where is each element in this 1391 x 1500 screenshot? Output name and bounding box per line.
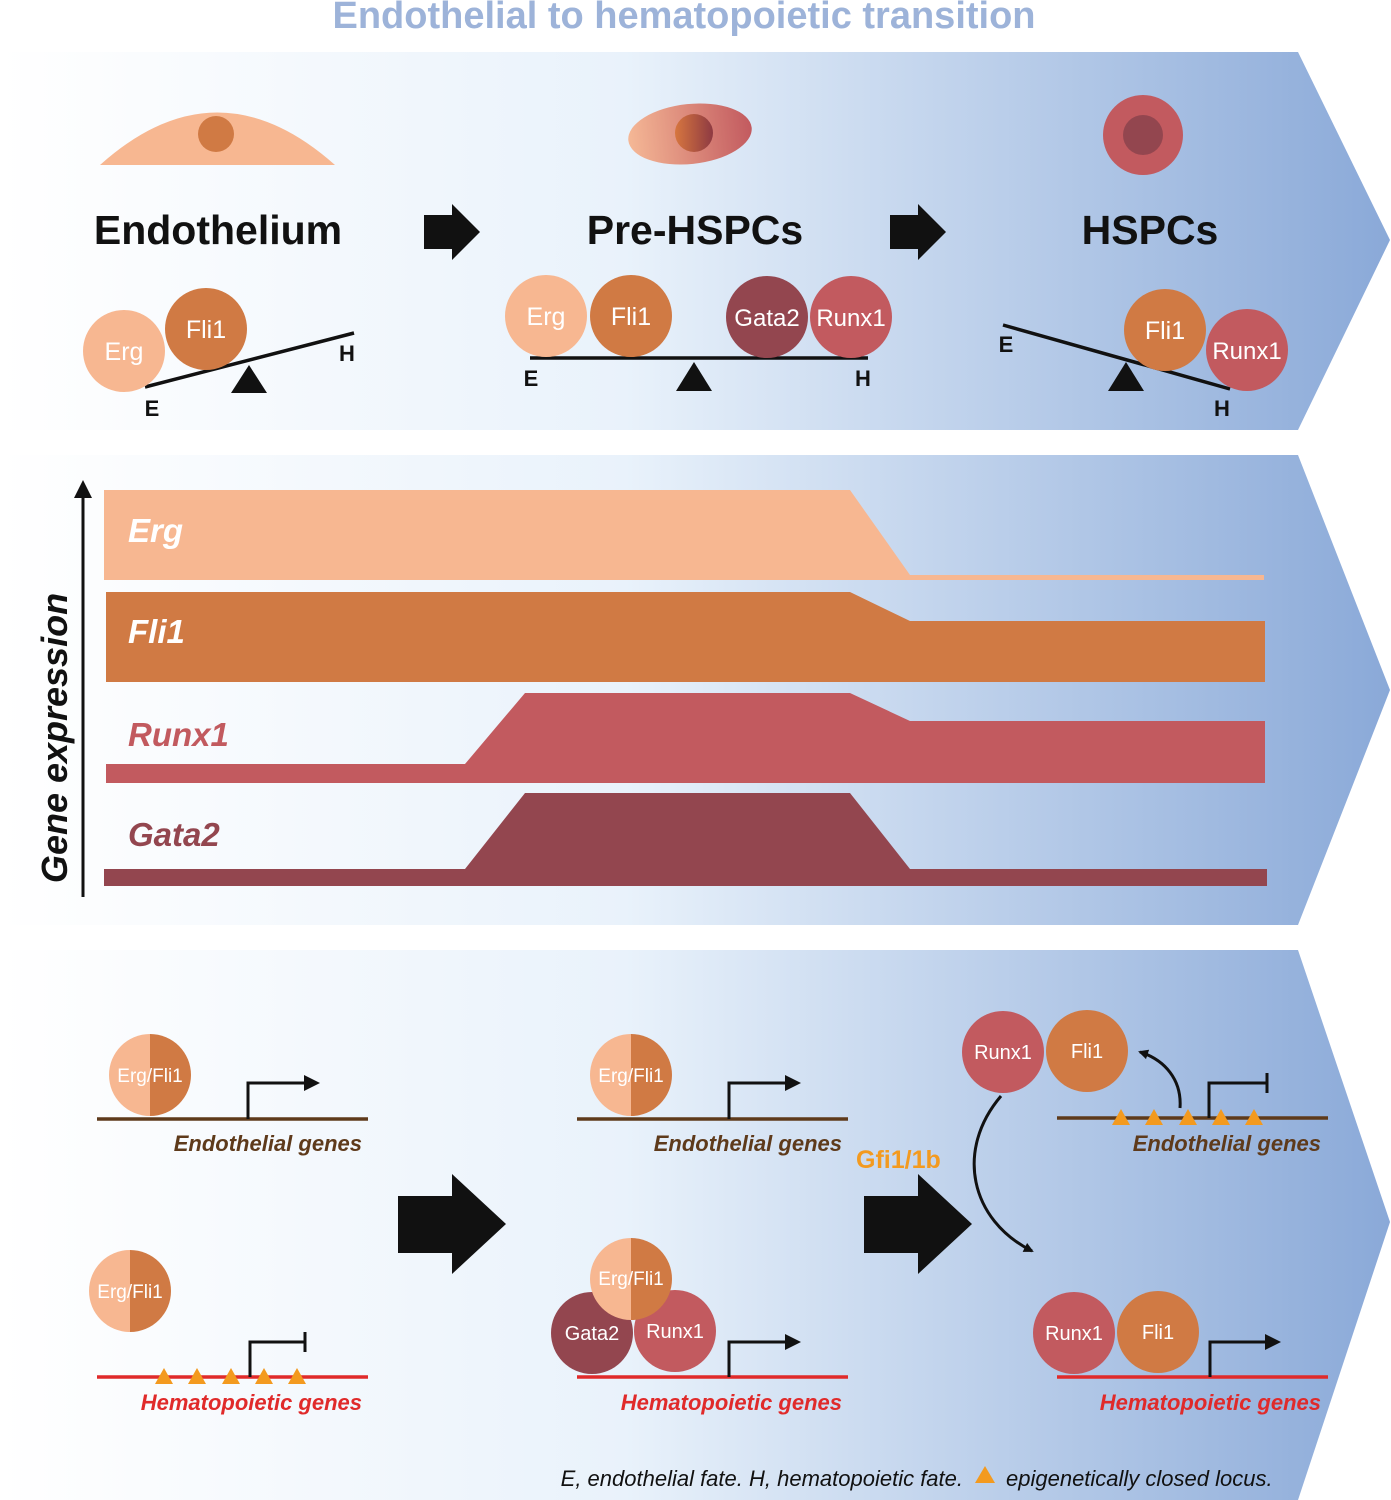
balance-fulcrum-1 xyxy=(231,365,267,393)
fli1-expression xyxy=(106,592,1265,682)
gfi-label: Gfi1/1b xyxy=(856,1146,941,1174)
gata2-expression-label: Gata2 xyxy=(128,816,220,853)
erg-fli1-bubble-e1 xyxy=(109,1034,191,1116)
promoter-arrow-e2 xyxy=(727,1081,786,1119)
stage-endothelium: Endothelium xyxy=(94,207,342,253)
promoter-arrowhead-h2 xyxy=(785,1334,801,1350)
erg-fli1-bubble-e2 xyxy=(590,1034,672,1116)
hematopoietic-genes-label-1: Hematopoietic genes xyxy=(141,1390,362,1415)
runx1-expression-label: Runx1 xyxy=(128,716,229,753)
erg-fli1-label-e1: Erg/Fli1 xyxy=(117,1066,182,1087)
balance-fulcrum-2 xyxy=(676,362,712,391)
erg-expression-label: Erg xyxy=(128,512,183,549)
promoter-arrow-e1 xyxy=(246,1081,306,1119)
footnote-fates: E, endothelial fate. H, hematopoietic fa… xyxy=(561,1466,963,1491)
hematopoietic-genes-label-3: Hematopoietic genes xyxy=(1100,1390,1321,1415)
runx1-bubble-h3 xyxy=(1033,1292,1115,1374)
panel-bottom xyxy=(0,950,1390,1500)
gata2-label-h2: Gata2 xyxy=(565,1323,619,1345)
footnote-closed-locus: epigenetically closed locus. xyxy=(1006,1466,1273,1491)
e-label-3: E xyxy=(999,332,1014,357)
stage-arrow-1 xyxy=(424,204,480,260)
gata2-label-2: Gata2 xyxy=(734,305,799,332)
runx1-label-2: Runx1 xyxy=(816,305,885,332)
endothelial-genes-label-2: Endothelial genes xyxy=(654,1131,842,1156)
transition-arrow-1 xyxy=(398,1174,506,1274)
endothelial-genes-label-1: Endothelial genes xyxy=(174,1131,362,1156)
erg-bubble-1 xyxy=(83,310,165,392)
balance-beam-3 xyxy=(1002,323,1231,391)
h-label-3: H xyxy=(1214,396,1230,421)
erg-label-2: Erg xyxy=(527,303,566,331)
promoter-arrowhead-e2 xyxy=(785,1075,801,1091)
h-label-2: H xyxy=(855,366,871,391)
fli1-bubble-1 xyxy=(165,288,247,370)
gata2-bubble-2 xyxy=(726,276,808,358)
promoter-blocked-h1 xyxy=(248,1332,307,1377)
endothelial-genes-label-3: Endothelial genes xyxy=(1133,1131,1321,1156)
stage-pre-hspcs: Pre-HSPCs xyxy=(587,207,803,253)
runx1-bubble-2 xyxy=(810,276,892,358)
fli1-bubble-h3 xyxy=(1117,1291,1199,1373)
relocation-arrow xyxy=(972,1095,1034,1253)
runx1-expression xyxy=(106,693,1265,783)
e-label-2: E xyxy=(524,366,539,391)
expression-axis-label: Gene expression xyxy=(34,593,75,883)
runx1-label-3: Runx1 xyxy=(1212,338,1281,365)
closed-locus-legend-icon xyxy=(975,1466,995,1483)
gata2-expression xyxy=(104,793,1267,886)
stage-arrow-2 xyxy=(890,204,946,260)
fli1-label-h3: Fli1 xyxy=(1142,1322,1174,1344)
promoter-arrowhead-e1 xyxy=(304,1075,320,1091)
erg-fli1-label-h1: Erg/Fli1 xyxy=(97,1282,162,1303)
pre-hspc-nucleus xyxy=(675,114,713,152)
fli1-expression-label: Fli1 xyxy=(128,613,185,650)
fli1-bubble-e3 xyxy=(1046,1010,1128,1092)
runx1-bubble-3 xyxy=(1206,309,1288,391)
h-label-1: H xyxy=(339,341,355,366)
promoter-arrowhead-h3 xyxy=(1265,1334,1281,1350)
fli1-bubble-2 xyxy=(590,275,672,357)
endothelial-nucleus xyxy=(198,116,234,152)
balance-fulcrum-3 xyxy=(1108,362,1144,391)
hematopoietic-genes-label-2: Hematopoietic genes xyxy=(621,1390,842,1415)
erg-fli1-bubble-h2 xyxy=(590,1238,672,1320)
promoter-blocked-e3 xyxy=(1207,1073,1269,1118)
fli1-label-2: Fli1 xyxy=(611,303,651,331)
e-label-1: E xyxy=(145,396,160,421)
fli1-label-e3: Fli1 xyxy=(1071,1041,1103,1063)
runx1-bubble-e3 xyxy=(962,1011,1044,1093)
runx1-label-h3: Runx1 xyxy=(1045,1323,1103,1345)
erg-fli1-bubble-h1 xyxy=(89,1250,171,1332)
closed-locus-markers-e3 xyxy=(1112,1109,1263,1125)
hspc-nucleus xyxy=(1123,115,1163,155)
figure-title: Endothelial to hematopoietic transition xyxy=(332,0,1035,37)
stage-hspcs: HSPCs xyxy=(1082,207,1219,253)
fli1-label-1: Fli1 xyxy=(186,316,226,344)
erg-expression xyxy=(104,490,1264,580)
fli1-release-arrow xyxy=(1138,1049,1182,1109)
balance-beam-1 xyxy=(144,331,355,389)
fli1-label-3: Fli1 xyxy=(1145,317,1185,345)
erg-fli1-label-e2: Erg/Fli1 xyxy=(598,1066,663,1087)
erg-bubble-2 xyxy=(505,275,587,357)
erg-fli1-label-h2: Erg/Fli1 xyxy=(598,1269,663,1290)
runx1-label-e3: Runx1 xyxy=(974,1042,1032,1064)
closed-locus-markers-h1 xyxy=(155,1368,306,1384)
promoter-arrow-h2 xyxy=(727,1340,786,1377)
runx1-label-h2: Runx1 xyxy=(646,1321,704,1343)
erg-label-1: Erg xyxy=(105,338,144,366)
fli1-bubble-3 xyxy=(1124,289,1206,371)
expression-axis-arrowhead xyxy=(74,480,92,498)
transition-arrow-2 xyxy=(864,1174,972,1274)
promoter-arrow-h3 xyxy=(1208,1340,1266,1377)
